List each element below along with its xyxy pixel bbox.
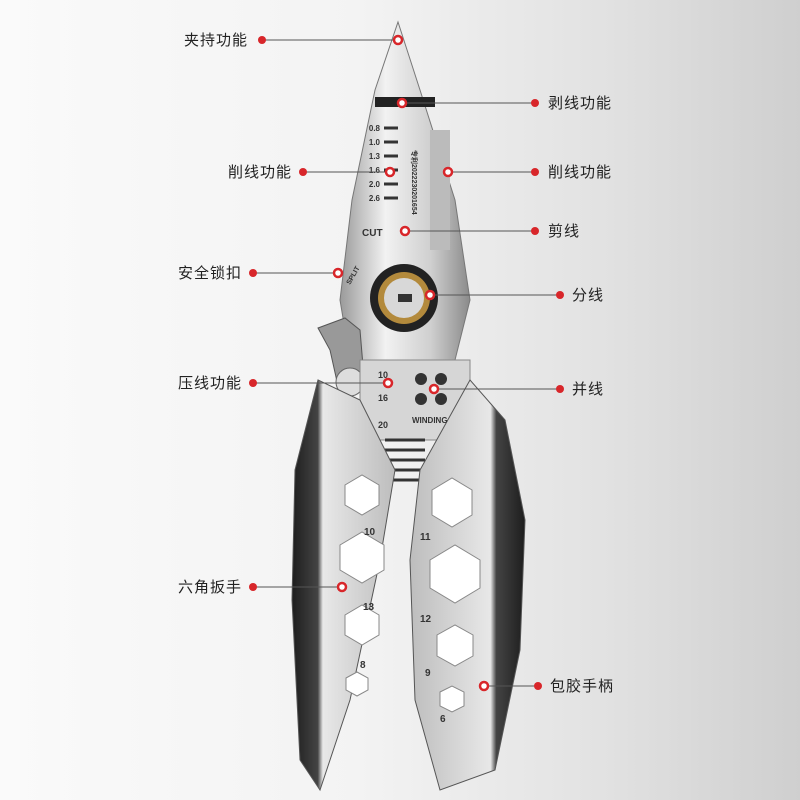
strip-gauge: 2.0 — [369, 180, 381, 189]
callout-cutting: 剪线 — [548, 222, 581, 240]
hex-size: 10 — [364, 527, 376, 538]
cut-label: CUT — [362, 228, 383, 239]
callout-hex-wrench: 六角扳手 — [177, 578, 242, 596]
winding-label: WINDING — [412, 416, 448, 425]
crimp-size: 16 — [378, 393, 388, 403]
strip-gauge: 1.3 — [369, 152, 381, 161]
patent-label: 专利2022230201654 — [410, 150, 419, 215]
hex-size: 13 — [363, 602, 375, 613]
crimp-size: 10 — [378, 370, 388, 380]
strip-gauge: 1.0 — [369, 138, 381, 147]
callout-safety-lock: 安全锁扣 — [177, 264, 242, 282]
callout-crimping: 压线功能 — [177, 374, 242, 392]
strip-gauge: 0.8 — [369, 124, 381, 133]
hex-size: 11 — [420, 532, 431, 543]
hex-size: 12 — [420, 614, 432, 625]
callout-stripping: 剥线功能 — [548, 94, 613, 112]
callout-clamping: 夹持功能 — [183, 31, 248, 49]
callout-scraping-left: 削线功能 — [227, 163, 292, 181]
hex-size: 6 — [440, 714, 446, 725]
hex-size: 9 — [425, 668, 431, 679]
crimp-size: 20 — [378, 420, 388, 430]
callout-dots — [249, 36, 564, 690]
callout-splitting: 分线 — [572, 286, 605, 304]
strip-gauge: 2.6 — [369, 194, 381, 203]
strip-gauge: 1.6 — [369, 166, 381, 175]
callout-twisting: 并线 — [572, 380, 605, 398]
hex-size: 8 — [360, 660, 366, 671]
callout-scraping-right: 削线功能 — [548, 163, 613, 181]
callout-rubber-handle: 包胶手柄 — [550, 677, 615, 695]
